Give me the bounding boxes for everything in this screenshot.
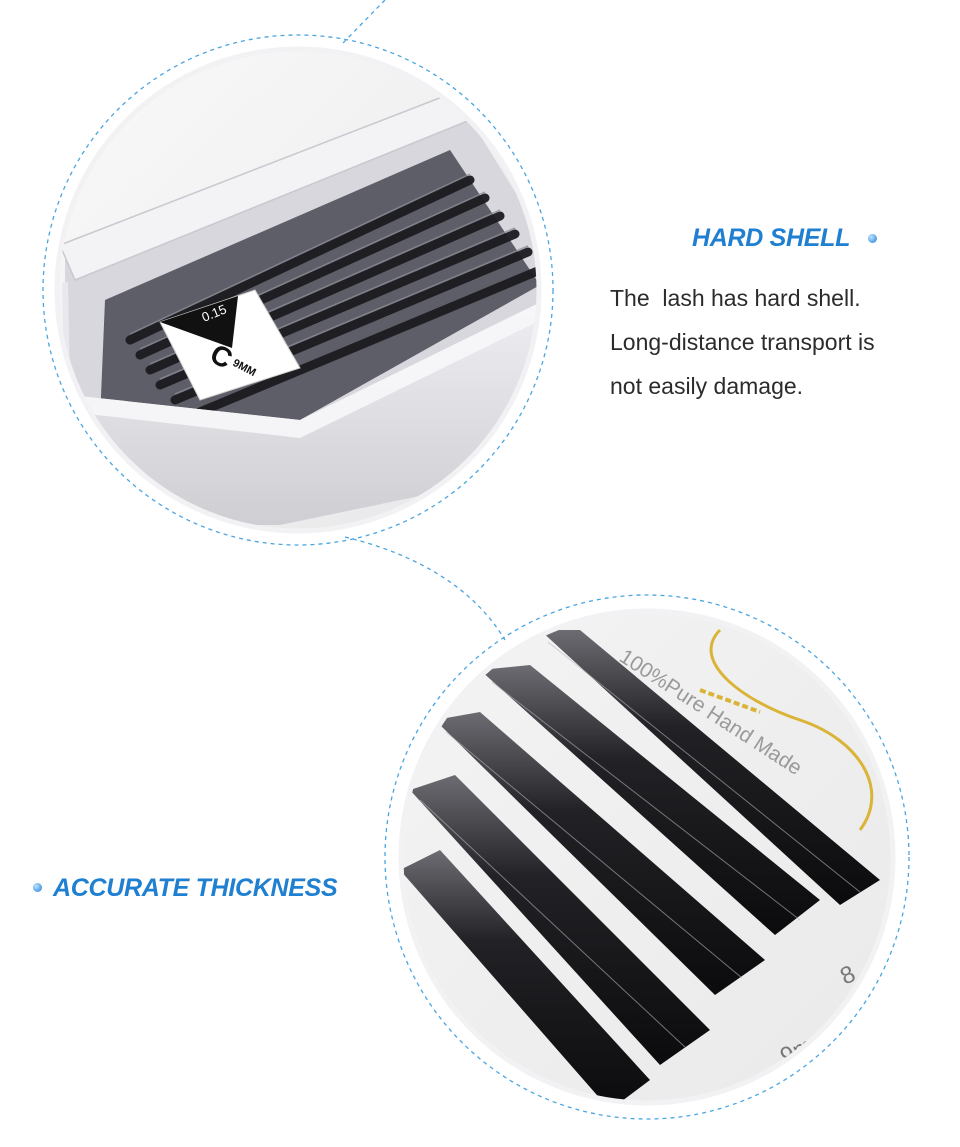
accurate-thickness-heading: ACCURATE THICKNESS	[53, 874, 338, 902]
curl-label-card: 0.15 C 9MM	[159, 289, 301, 401]
accurate-thickness-photo: 100%Pure Hand Made 8 9m	[401, 611, 893, 1103]
bullet-dot-icon	[868, 234, 877, 243]
dashed-connector	[341, 0, 506, 641]
description-line: Long-distance transport is	[610, 329, 875, 355]
top-circle-frame	[42, 34, 554, 546]
description-line: The lash has hard shell.	[610, 285, 861, 311]
hard-shell-photo: 0.15 C 9MM	[57, 49, 539, 531]
bottom-circle-frame	[384, 594, 910, 1120]
description-line: not easily damage.	[610, 373, 804, 399]
lash-strips	[401, 630, 880, 1103]
hard-shell-description: The lash has hard shell. Long-distance t…	[610, 276, 940, 408]
bullet-dot-icon	[33, 883, 42, 892]
hard-shell-heading: HARD SHELL	[692, 224, 851, 252]
